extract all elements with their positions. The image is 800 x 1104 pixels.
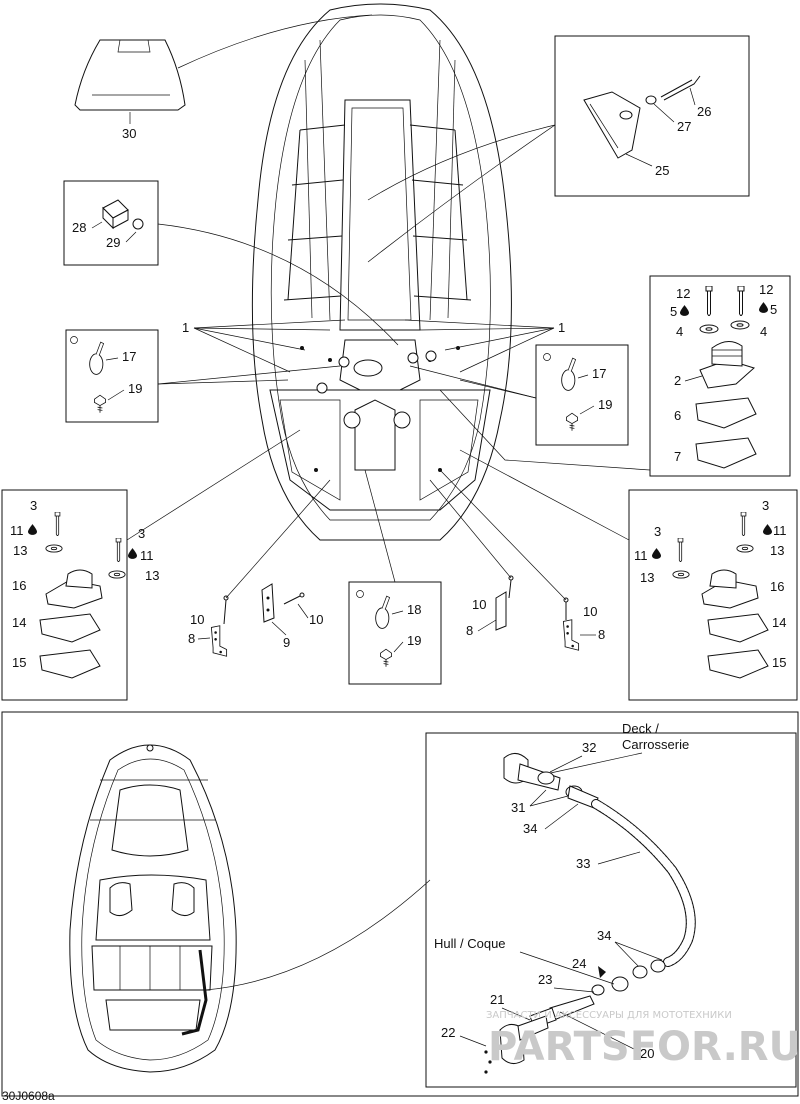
svg-text:22: 22 [441, 1025, 455, 1040]
svg-text:2: 2 [674, 373, 681, 388]
circle-symbol-icon [70, 336, 78, 344]
svg-text:13: 13 [770, 543, 784, 558]
svg-text:9: 9 [283, 635, 290, 650]
svg-text:17: 17 [592, 366, 606, 381]
part-28-29-clip-nut: 28 29 [72, 199, 399, 346]
svg-text:11: 11 [634, 548, 648, 563]
svg-text:15: 15 [772, 655, 786, 670]
boat-outline [69, 744, 431, 1073]
svg-text:PARTSFOR.RU: PARTSFOR.RU [488, 1024, 800, 1070]
svg-text:Carrosserie: Carrosserie [622, 737, 689, 752]
svg-text:12: 12 [759, 282, 773, 297]
part-25-27-deflector: 26 27 25 [367, 75, 711, 263]
svg-text:6: 6 [674, 408, 681, 423]
part-18-19: 18 19 [356, 469, 421, 668]
svg-text:1: 1 [182, 320, 189, 335]
svg-text:12: 12 [676, 286, 690, 301]
svg-text:24: 24 [572, 956, 586, 971]
drain-hose-assembly: Deck / Carrosserie 32 31 34 33 34 24 Hul… [434, 721, 696, 1074]
svg-text:11: 11 [140, 548, 154, 563]
svg-text:3: 3 [762, 498, 769, 513]
box-17-19-left [65, 329, 159, 423]
svg-text:10: 10 [583, 604, 597, 619]
loose-brackets: 10 8 10 9 10 8 10 8 [188, 469, 605, 657]
svg-text:5: 5 [770, 302, 777, 317]
circle-symbol-icon [356, 590, 364, 598]
svg-text:31: 31 [511, 800, 525, 815]
box-25-27 [554, 35, 750, 197]
svg-text:4: 4 [676, 324, 683, 339]
box-18-19 [348, 581, 442, 685]
svg-text:19: 19 [407, 633, 421, 648]
svg-text:1: 1 [558, 320, 565, 335]
svg-text:4: 4 [760, 324, 767, 339]
svg-text:3: 3 [30, 498, 37, 513]
svg-text:16: 16 [770, 579, 784, 594]
svg-text:Hull / Coque: Hull / Coque [434, 936, 506, 951]
svg-text:14: 14 [772, 615, 786, 630]
svg-text:8: 8 [188, 631, 195, 646]
svg-text:7: 7 [674, 449, 681, 464]
svg-text:11: 11 [10, 523, 24, 538]
svg-text:27: 27 [677, 119, 691, 134]
deck-overview [251, 3, 512, 541]
svg-text:30: 30 [122, 126, 136, 141]
svg-text:19: 19 [128, 381, 142, 396]
svg-text:32: 32 [582, 740, 596, 755]
svg-text:25: 25 [655, 163, 669, 178]
svg-text:16: 16 [12, 578, 26, 593]
svg-text:34: 34 [523, 821, 537, 836]
svg-text:ЗАПЧАСТИ И АКСЕССУАРЫ ДЛЯ МОТО: ЗАПЧАСТИ И АКСЕССУАРЫ ДЛЯ МОТОТЕХНИКИ [486, 1010, 732, 1021]
drop-icon [128, 548, 137, 559]
svg-text:28: 28 [72, 220, 86, 235]
svg-text:19: 19 [598, 397, 612, 412]
svg-text:10: 10 [472, 597, 486, 612]
svg-text:21: 21 [490, 992, 504, 1007]
svg-text:34: 34 [597, 928, 611, 943]
part-right-mount: 3 11 13 3 11 13 16 14 15 [459, 449, 787, 679]
svg-text:13: 13 [640, 570, 654, 585]
svg-text:11: 11 [773, 523, 787, 538]
svg-text:17: 17 [122, 349, 136, 364]
svg-text:20: 20 [640, 1046, 654, 1061]
svg-text:3: 3 [138, 526, 145, 541]
figure-code: 30J0608a [2, 1089, 55, 1103]
part-17-19-right: 17 19 [543, 353, 612, 432]
svg-text:23: 23 [538, 972, 552, 987]
drain-box [425, 732, 797, 1088]
svg-text:10: 10 [190, 612, 204, 627]
box-17-19-right [535, 344, 629, 446]
svg-text:10: 10 [309, 612, 323, 627]
svg-text:18: 18 [407, 602, 421, 617]
svg-text:14: 14 [12, 615, 26, 630]
circle-symbol-icon [543, 353, 551, 361]
svg-text:15: 15 [12, 655, 26, 670]
part-left-mount: 3 11 13 3 11 13 16 14 15 [10, 429, 301, 679]
svg-text:5: 5 [670, 304, 677, 319]
callout-1-leaders: 1 1 [157, 319, 565, 399]
svg-text:33: 33 [576, 856, 590, 871]
svg-text:Deck /: Deck / [622, 721, 659, 736]
part-2-7-mount: 12 12 5 5 4 4 2 6 7 [439, 282, 777, 471]
svg-text:8: 8 [598, 627, 605, 642]
svg-text:13: 13 [13, 543, 27, 558]
part-30-seat-cover: 30 [74, 14, 373, 141]
svg-text:26: 26 [697, 104, 711, 119]
part-17-19-left: 17 19 [70, 336, 142, 414]
svg-text:29: 29 [106, 235, 120, 250]
svg-text:8: 8 [466, 623, 473, 638]
svg-text:13: 13 [145, 568, 159, 583]
svg-text:3: 3 [654, 524, 661, 539]
watermark: ЗАПЧАСТИ И АКСЕССУАРЫ ДЛЯ МОТОТЕХНИКИ PA… [486, 1010, 800, 1070]
